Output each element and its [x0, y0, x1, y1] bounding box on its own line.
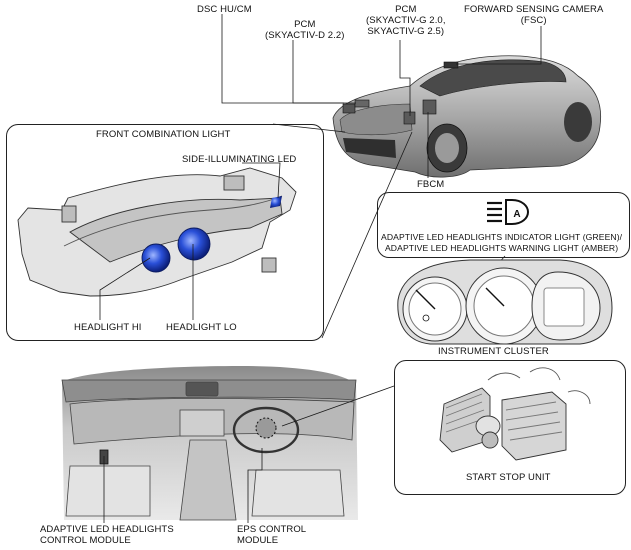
fsc-unit — [443, 61, 459, 69]
start-stop-callout-line — [281, 385, 395, 427]
pcm-diesel-label-line1: PCM — [294, 19, 316, 30]
car-front-rim — [435, 133, 459, 163]
headlight-hi-label: HEADLIGHT HI — [74, 322, 142, 333]
start-stop-unit-label: START STOP UNIT — [466, 472, 551, 483]
eps-module-marker — [255, 417, 277, 439]
pcm-diesel-unit — [354, 99, 370, 108]
adaptive-control-module-label: ADAPTIVE LED HEADLIGHTS CONTROL MODULE — [40, 524, 174, 546]
dashboard-illustration — [61, 366, 358, 521]
pcm-diesel-leader — [292, 40, 356, 104]
side-led-leader — [242, 162, 281, 199]
headlight-hi-leader — [99, 257, 151, 320]
start-stop-unit-illustration — [439, 367, 591, 461]
center-display — [185, 381, 219, 397]
headlight-hi-lens — [141, 243, 171, 273]
instrument-cluster-label: INSTRUMENT CLUSTER — [438, 346, 549, 357]
callout-line-top — [272, 123, 346, 133]
headlight-illustration — [17, 167, 297, 297]
indicator-symbol-letter: A — [513, 209, 520, 220]
fsc-label-line1: FORWARD SENSING CAMERA — [464, 4, 604, 15]
headlight-bezel-line — [63, 195, 283, 247]
headlight-lo-lens — [177, 227, 211, 261]
adaptive-indicator-label-line2: ADAPTIVE LED HEADLIGHTS WARNING LIGHT (A… — [384, 242, 619, 253]
eps-control-module-label-line1: EPS CONTROL — [237, 524, 307, 535]
pcm-diesel-label-line2: (SKYACTIV-D 2.2) — [265, 30, 345, 41]
steering-wheel — [232, 406, 300, 454]
fbcm-unit — [422, 99, 437, 115]
headlight-bracket-left — [61, 205, 77, 223]
headlight-lo-label: HEADLIGHT LO — [166, 322, 237, 333]
pcm-diesel-label: PCM (SKYACTIV-D 2.2) — [265, 19, 345, 41]
adaptive-control-module-label-line1: ADAPTIVE LED HEADLIGHTS — [40, 524, 174, 535]
pcm-gasoline-label: PCM (SKYACTIV-G 2.0, SKYACTIV-G 2.5) — [366, 4, 446, 37]
adaptive-indicator-label-line1: ADAPTIVE LED HEADLIGHTS INDICATOR LIGHT … — [381, 232, 623, 242]
car-body — [332, 55, 602, 178]
headlight-bracket-top — [223, 175, 245, 191]
side-illuminating-led — [270, 196, 282, 208]
headlight-leader-lines — [99, 162, 281, 320]
pcm-gasoline-label-line1: PCM — [395, 4, 417, 15]
eps-control-module-label-line2: MODULE — [237, 535, 279, 546]
center-console — [179, 439, 237, 521]
dashboard-leader-lines — [103, 385, 395, 523]
eps-control-module-label: EPS CONTROL MODULE — [237, 524, 306, 546]
adaptive-control-module-label-line2: CONTROL MODULE — [40, 535, 131, 546]
fsc-leader — [456, 26, 542, 65]
car-leader-lines — [221, 14, 542, 339]
adaptive-led-headlight-icon — [487, 199, 530, 225]
pcm-gasoline-leader — [399, 40, 411, 116]
fsc-label: FORWARD SENSING CAMERA (FSC) — [464, 4, 603, 26]
front-combination-light-label: FRONT COMBINATION LIGHT — [96, 129, 231, 140]
eps-leader — [247, 448, 263, 523]
car-rear-wheel — [564, 102, 592, 142]
fbcm-label: FBCM — [417, 179, 445, 190]
dsc-hu-cm-label: DSC HU/CM — [197, 4, 252, 15]
dsc-leader — [221, 14, 344, 104]
car-grille — [343, 138, 396, 158]
pcm-gasoline-unit — [403, 111, 416, 125]
dsc-unit — [342, 103, 356, 114]
pcm-gasoline-label-line2: (SKYACTIV-G 2.0, — [366, 15, 446, 26]
car-illustration — [332, 55, 602, 178]
instrument-cluster-illustration — [397, 259, 613, 345]
callout-line-bottom — [321, 131, 413, 339]
adaptive-indicator-label: ADAPTIVE LED HEADLIGHTS INDICATOR LIGHT … — [381, 232, 622, 253]
pcm-gasoline-label-line3: SKYACTIV-G 2.5) — [367, 26, 445, 37]
side-illuminating-led-label: SIDE-ILLUMINATING LED — [182, 154, 297, 165]
fsc-label-line2: (FSC) — [520, 15, 547, 26]
headlight-bracket-bottom — [261, 257, 277, 273]
